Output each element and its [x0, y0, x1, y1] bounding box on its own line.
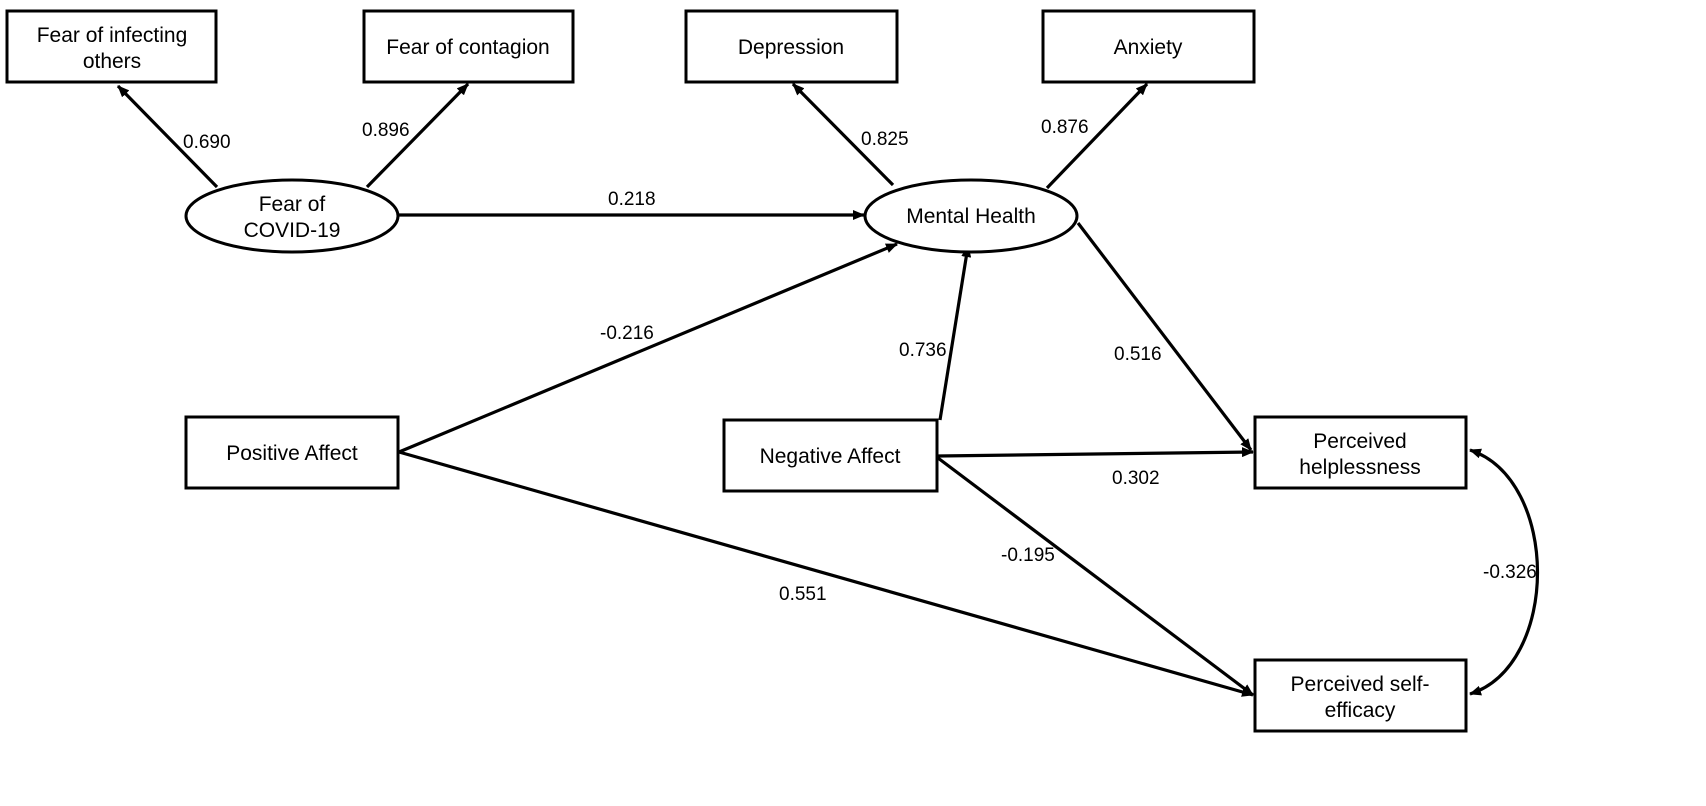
- node-perceived-helplessness-line-1: Perceived: [1313, 430, 1406, 453]
- edges: [116, 82, 1540, 697]
- edge-label-mh-to-anxiety: 0.876: [1041, 117, 1089, 138]
- node-mental-health-line-1: Mental Health: [906, 205, 1036, 228]
- node-positive-affect-line-1: Positive Affect: [226, 442, 358, 465]
- edge-label-help-eff-cov: -0.326: [1483, 562, 1537, 583]
- edge-label-covid-to-mh: 0.218: [608, 189, 656, 210]
- node-perceived-self-efficacy-line-1: Perceived self-: [1291, 673, 1430, 696]
- node-anxiety: Anxiety: [1041, 9, 1256, 84]
- node-fear-of-covid-19: Fear of COVID-19: [184, 178, 400, 254]
- node-mental-health: Mental Health: [863, 178, 1079, 254]
- node-perceived-helplessness: Perceived helplessness: [1253, 415, 1468, 490]
- edge-negative-affect-to-perceived-self-efficacy: [937, 456, 1254, 697]
- edge-labels: 0.690 0.896 0.825 0.876 0.218 -0.216 0.7…: [183, 117, 1537, 605]
- edge-mental-health-to-depression: [791, 82, 895, 187]
- edge-negative-affect-to-mental-health: [938, 245, 972, 421]
- node-depression-line-1: Depression: [738, 36, 844, 59]
- edge-label-covid-to-contagion: 0.896: [362, 120, 410, 141]
- edge-helplessness-self-efficacy-covariance: [1469, 448, 1540, 696]
- edge-negative-affect-to-perceived-helplessness: [937, 447, 1254, 458]
- edge-label-mh-to-depression: 0.825: [861, 129, 909, 150]
- node-depression: Depression: [684, 9, 899, 84]
- edge-mental-health-to-perceived-helplessness: [1076, 222, 1253, 451]
- node-negative-affect: Negative Affect: [722, 418, 939, 493]
- edge-label-pa-to-mh: -0.216: [600, 323, 654, 344]
- edge-positive-affect-to-mental-health: [398, 242, 898, 454]
- node-fear-of-infecting-others: Fear of infecting others: [5, 9, 218, 84]
- edge-fear-covid-to-fear-contagion: [365, 82, 470, 189]
- node-perceived-self-efficacy: Perceived self- efficacy: [1253, 658, 1468, 733]
- edge-label-na-to-mh: 0.736: [899, 340, 947, 361]
- node-fear-of-contagion: Fear of contagion: [362, 9, 575, 84]
- edge-fear-covid-to-fear-infecting: [116, 84, 219, 189]
- node-positive-affect: Positive Affect: [184, 415, 400, 490]
- node-perceived-helplessness-line-2: helplessness: [1299, 456, 1420, 479]
- node-negative-affect-line-1: Negative Affect: [760, 445, 901, 468]
- node-fear-of-infecting-others-line-1: Fear of infecting: [37, 24, 188, 47]
- edge-label-covid-to-infecting: 0.690: [183, 132, 231, 153]
- edge-label-pa-to-eff: 0.551: [779, 584, 827, 605]
- edge-label-na-to-eff: -0.195: [1001, 545, 1055, 566]
- node-perceived-self-efficacy-line-2: efficacy: [1325, 699, 1396, 722]
- node-fear-of-covid-19-line-1: Fear of: [259, 193, 326, 216]
- node-fear-of-contagion-line-1: Fear of contagion: [386, 36, 549, 59]
- edge-label-mh-to-help: 0.516: [1114, 344, 1162, 365]
- node-fear-of-infecting-others-line-2: others: [83, 50, 141, 73]
- node-anxiety-line-1: Anxiety: [1114, 36, 1183, 59]
- node-fear-of-covid-19-line-2: COVID-19: [244, 219, 341, 242]
- edge-label-na-to-help: 0.302: [1112, 468, 1160, 489]
- edge-positive-affect-to-perceived-self-efficacy: [398, 450, 1254, 697]
- edge-mental-health-to-anxiety: [1045, 82, 1149, 190]
